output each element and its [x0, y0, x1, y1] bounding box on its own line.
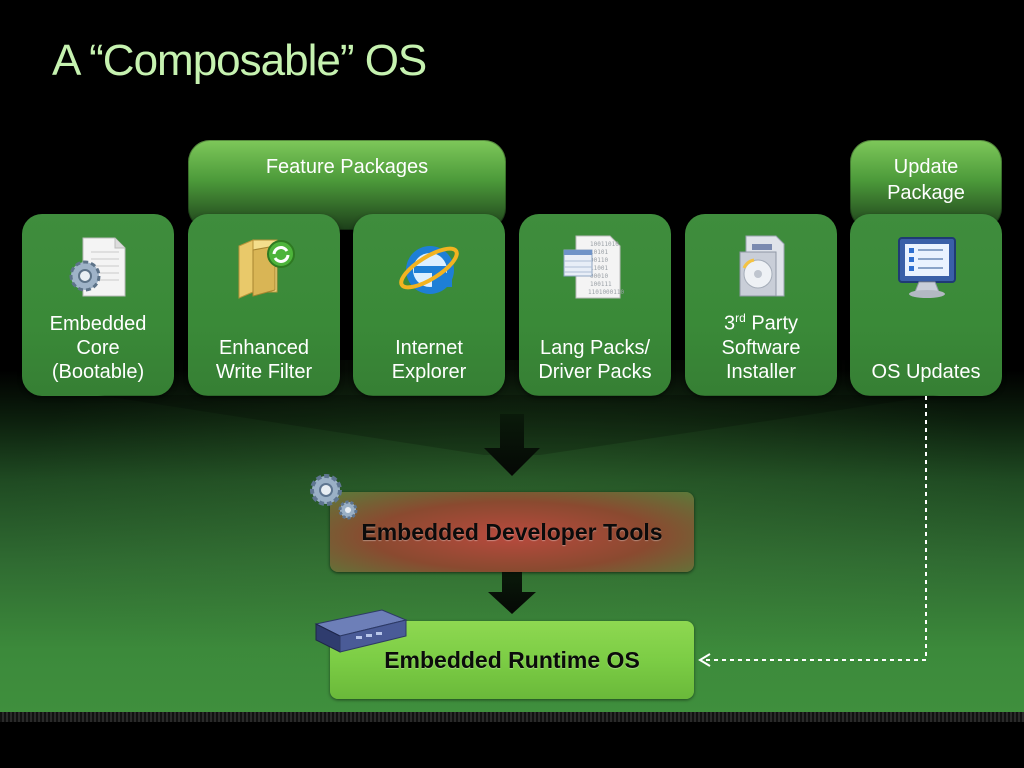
folder-refresh-icon	[238, 239, 295, 299]
svg-text:00110: 00110	[590, 257, 608, 264]
software-box-icon	[739, 235, 785, 297]
svg-text:00010: 00010	[590, 273, 608, 280]
runtime-os-box: Embedded Runtime OS	[330, 621, 694, 699]
gear-document-icon	[69, 237, 126, 297]
svg-text:10101: 10101	[590, 249, 608, 256]
card-os-updates: OS Updates	[850, 214, 1002, 396]
developer-tools-label: Embedded Developer Tools	[361, 518, 663, 545]
card-label: Lang Packs/Driver Packs	[538, 337, 652, 383]
slide-title: A “Composable” OS	[52, 36, 427, 85]
update-package-label-line2: Package	[887, 182, 965, 204]
footer-stripe	[0, 712, 1024, 722]
runtime-os-label: Embedded Runtime OS	[384, 646, 640, 673]
svg-text:1101000110: 1101000110	[588, 289, 625, 296]
svg-text:100111: 100111	[590, 281, 612, 288]
svg-text:10011010: 10011010	[590, 241, 619, 248]
update-connector	[698, 396, 927, 667]
update-package-label-line1: Update	[893, 156, 959, 178]
device-icon	[314, 609, 408, 653]
gears-icon	[310, 474, 358, 520]
feature-packages-label: Feature Packages	[265, 156, 429, 178]
monitor-checklist-icon	[898, 237, 956, 298]
arrow-to-runtime	[488, 572, 536, 614]
internet-explorer-icon	[399, 246, 459, 294]
card-label: OS Updates	[871, 361, 981, 383]
svg-text:11001: 11001	[590, 265, 608, 272]
developer-tools-box: Embedded Developer Tools	[330, 492, 694, 572]
arrow-to-tools	[484, 414, 540, 476]
